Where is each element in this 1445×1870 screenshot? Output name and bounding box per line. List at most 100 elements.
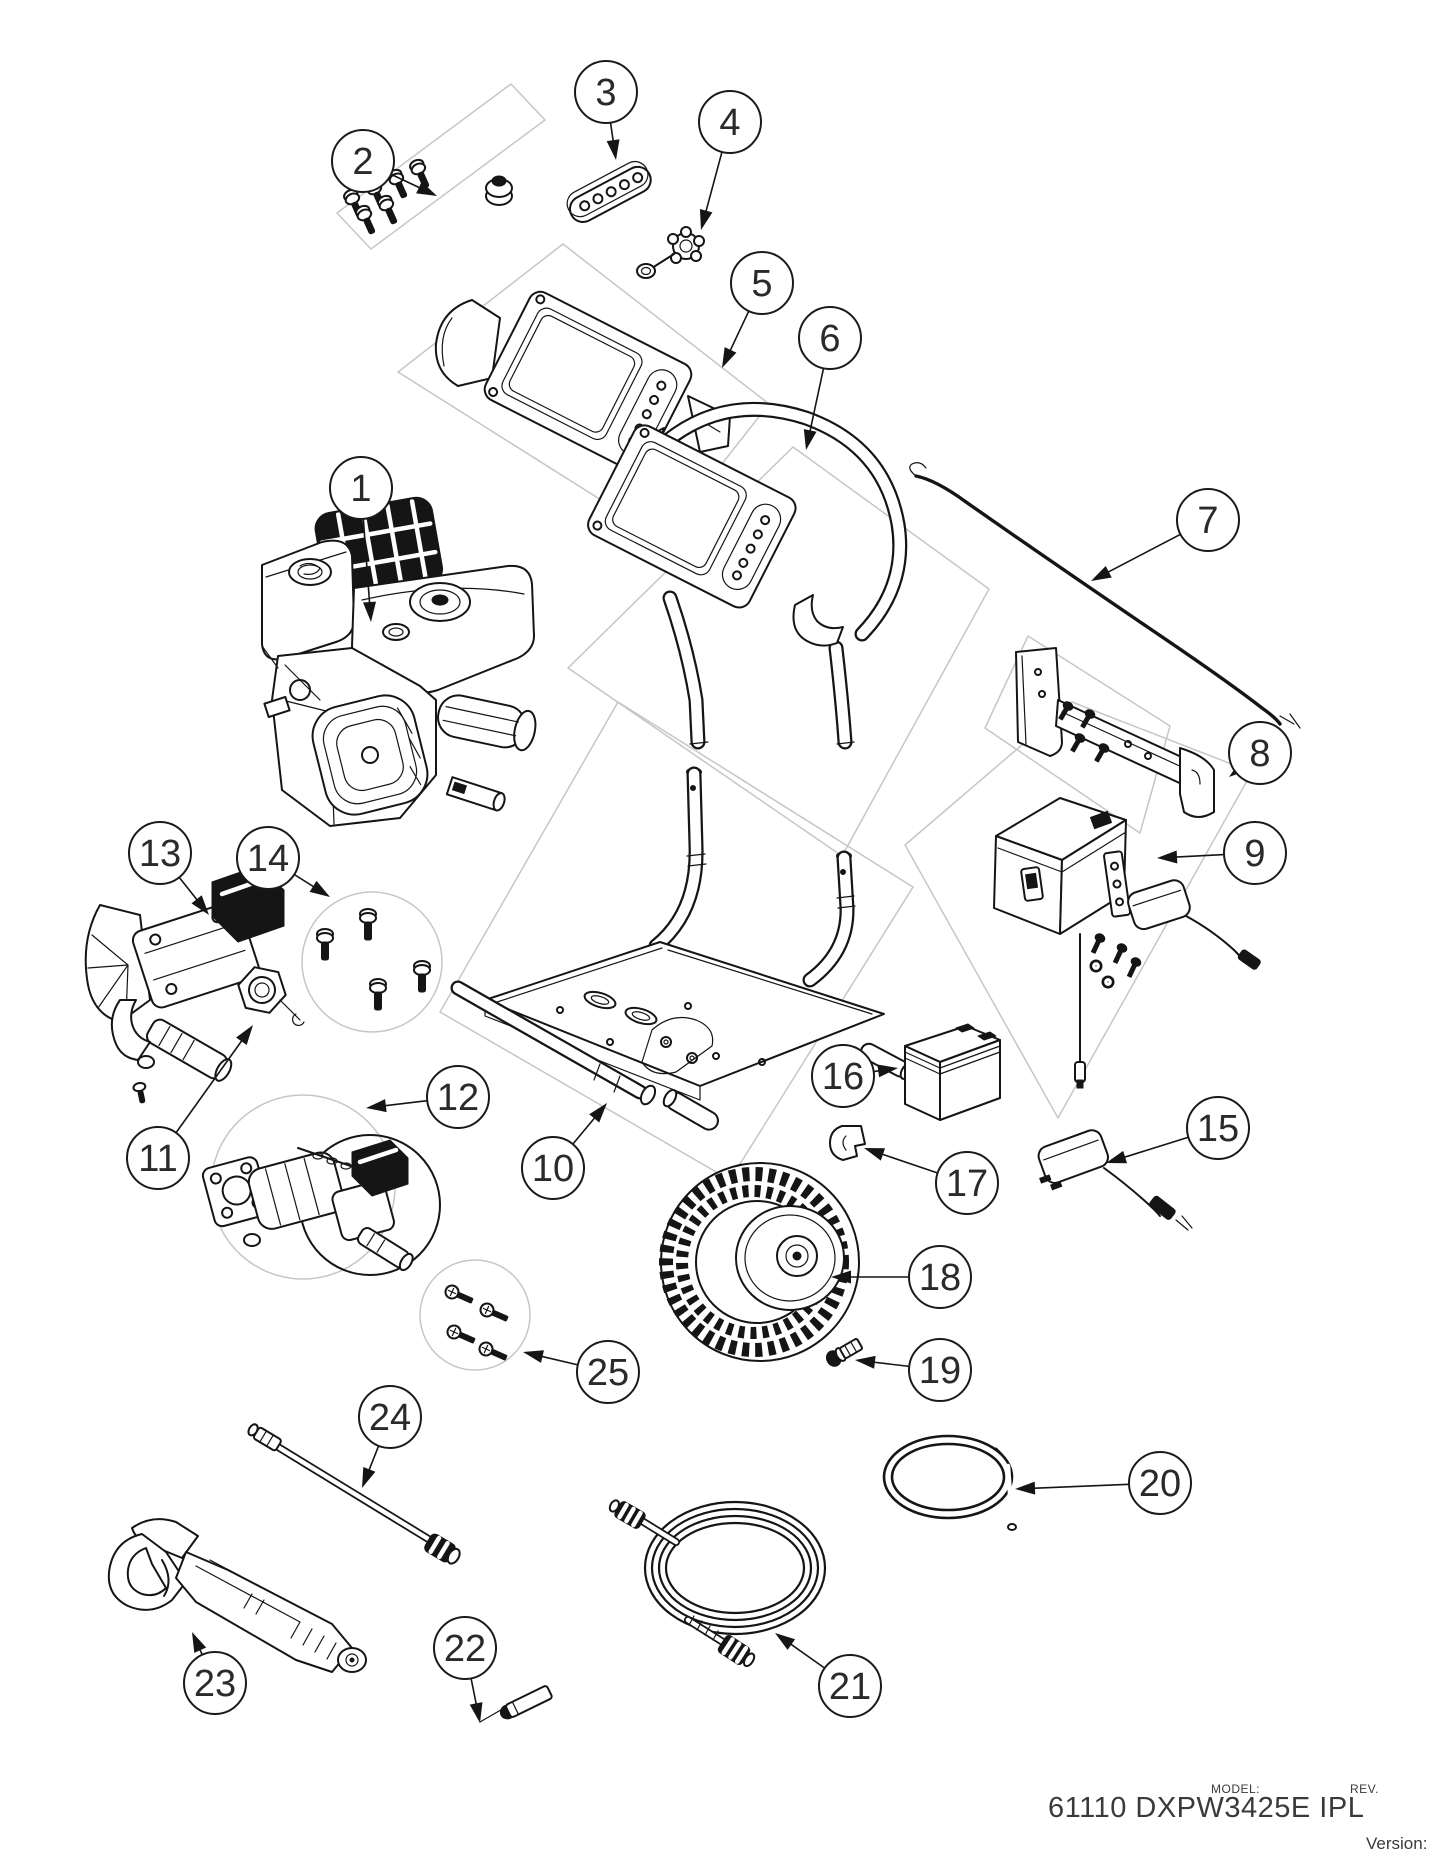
callout-number-10: 10 <box>532 1148 574 1190</box>
screw-icon <box>444 1284 474 1304</box>
callout-6: 6 <box>798 306 862 450</box>
part-mounting-bracket <box>1015 647 1215 818</box>
callout-arrowhead-21 <box>775 1633 796 1650</box>
bolt-icon <box>409 158 430 189</box>
callout-number-15: 15 <box>1197 1108 1239 1150</box>
callout-arrowhead-2 <box>416 181 437 196</box>
callout-number-5: 5 <box>751 263 772 305</box>
screw-icon <box>1080 709 1096 729</box>
callout-balloon-3 <box>574 60 638 124</box>
rev-label: REV. <box>1350 1782 1379 1796</box>
callout-balloon-4 <box>698 90 762 154</box>
callout-balloon-16 <box>811 1044 875 1108</box>
callout-balloon-19 <box>908 1338 972 1402</box>
callout-16: 16 <box>811 1044 898 1108</box>
part-toolbox <box>993 797 1261 1089</box>
callout-24: 24 <box>358 1385 422 1488</box>
battery-terminal-icon <box>977 1031 997 1041</box>
callout-arrowhead-1 <box>363 601 376 622</box>
callout-leader-1 <box>362 518 371 609</box>
callout-arrowhead-5 <box>722 347 737 368</box>
group-outline-bolts14 <box>301 891 443 1033</box>
bolt-icon <box>355 204 376 235</box>
callout-balloon-9 <box>1223 821 1287 885</box>
callout-number-9: 9 <box>1244 833 1265 875</box>
callout-10: 10 <box>521 1103 607 1200</box>
screw-icon <box>478 1341 508 1361</box>
screw-icon <box>1090 933 1106 954</box>
callout-arrowhead-11 <box>236 1025 253 1046</box>
callout-4: 4 <box>698 90 762 230</box>
callout-number-11: 11 <box>138 1138 177 1180</box>
thumb-nut-icon <box>485 175 513 206</box>
callout-leader-2 <box>390 173 425 191</box>
part-oring <box>882 1434 1017 1531</box>
part-engine <box>261 496 537 827</box>
callout-arrowhead-17 <box>864 1148 886 1161</box>
group-outline-hardware2 <box>336 83 546 250</box>
model-label: MODEL: <box>1211 1782 1261 1796</box>
battery-terminal-icon <box>955 1023 975 1033</box>
callout-balloon-11 <box>126 1126 190 1190</box>
callout-number-19: 19 <box>919 1350 961 1392</box>
callout-leader-25 <box>536 1354 579 1366</box>
part-lance <box>247 1423 461 1565</box>
screw-icon <box>1126 957 1142 978</box>
callout-balloon-2 <box>331 129 395 193</box>
callout-balloon-25 <box>576 1340 640 1404</box>
callout-number-17: 17 <box>946 1163 988 1205</box>
callout-arrowhead-4 <box>699 208 713 230</box>
callout-balloon-13 <box>128 821 192 885</box>
callout-arrowhead-20 <box>1015 1481 1036 1495</box>
callout-number-3: 3 <box>595 72 616 114</box>
callout-leader-10 <box>572 1113 599 1145</box>
callout-9: 9 <box>1157 821 1287 885</box>
callout-3: 3 <box>574 60 638 160</box>
screw-icon <box>1058 701 1074 721</box>
callout-leader-5 <box>727 310 750 356</box>
callout-11: 11 <box>126 1025 253 1190</box>
callout-12: 12 <box>366 1065 490 1129</box>
part-pump-vertical <box>84 865 305 1104</box>
screw-icon <box>446 1324 476 1344</box>
part-screw-set-25 <box>444 1284 509 1361</box>
callout-arrowhead-10 <box>589 1103 607 1123</box>
callout-arrowhead-3 <box>606 139 620 160</box>
callout-number-4: 4 <box>719 102 740 144</box>
bolt-icon <box>359 908 377 941</box>
part-pump-detail <box>201 1134 441 1276</box>
bolt-icon <box>316 928 334 961</box>
callout-8: 8 <box>1228 721 1292 785</box>
callout-number-25: 25 <box>587 1352 629 1394</box>
part-bolt-set-14 <box>316 908 431 1011</box>
callout-22: 22 <box>433 1616 497 1723</box>
screw-icon <box>1094 743 1110 763</box>
callout-arrowhead-18 <box>831 1270 851 1284</box>
screw-icon <box>1070 733 1086 753</box>
callout-1: 1 <box>329 456 393 622</box>
callout-leader-4 <box>703 151 723 217</box>
callout-arrowhead-9 <box>1157 850 1178 864</box>
bolt-icon <box>377 194 398 225</box>
callout-balloon-21 <box>818 1654 882 1718</box>
bolt-icon <box>343 188 364 219</box>
callout-leader-20 <box>1028 1483 1130 1490</box>
callout-leader-6 <box>808 368 825 437</box>
screw-icon <box>1112 943 1128 964</box>
callout-21: 21 <box>775 1633 882 1718</box>
callout-balloon-1 <box>329 456 393 520</box>
callout-7: 7 <box>1091 488 1240 581</box>
callout-number-23: 23 <box>194 1663 236 1705</box>
callout-number-18: 18 <box>919 1257 961 1299</box>
adapter-icon <box>1127 879 1191 931</box>
callout-balloon-15 <box>1186 1096 1250 1160</box>
callout-20: 20 <box>1015 1451 1192 1515</box>
callout-balloon-18 <box>908 1245 972 1309</box>
screw-icon <box>479 1302 509 1322</box>
callout-balloon-8 <box>1228 721 1292 785</box>
callout-number-14: 14 <box>247 838 289 880</box>
bolt-icon <box>369 978 387 1011</box>
